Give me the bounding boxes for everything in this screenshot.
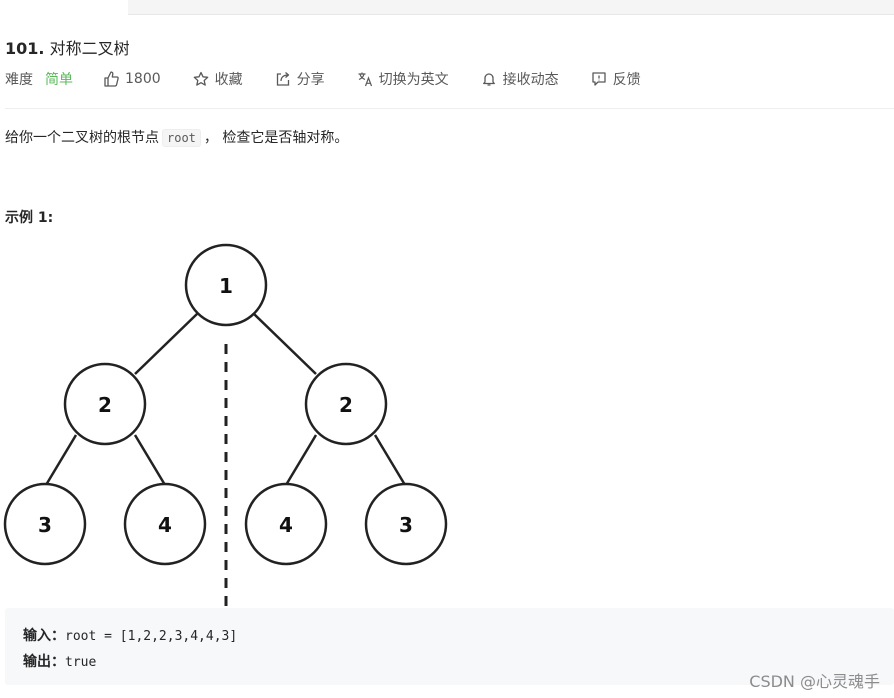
tree-edge: [373, 434, 407, 486]
tree-edge: [134, 312, 199, 375]
tree-node-left-right: 4: [123, 482, 207, 566]
like-button[interactable]: 1800: [103, 71, 161, 87]
tree-edge: [133, 434, 167, 486]
star-icon: [193, 71, 209, 87]
tree-edge: [252, 312, 317, 375]
input-label: 输入：: [23, 628, 65, 644]
csdn-watermark: CSDN @心灵魂手: [749, 672, 880, 691]
tree-node-left: 2: [63, 362, 147, 446]
tree-node-right: 2: [304, 362, 388, 446]
tree-node-root: 1: [184, 243, 268, 327]
bell-icon: [481, 71, 497, 87]
problem-name: 对称二叉树: [49, 39, 130, 58]
output-label: 输出：: [23, 654, 65, 670]
feedback-label: 反馈: [612, 72, 641, 88]
translate-icon: [357, 71, 373, 87]
switch-language-button[interactable]: 切换为英文: [357, 69, 449, 89]
input-line: 输入：root = [1,2,2,3,4,4,3]: [23, 625, 237, 645]
tree-node-right-left: 4: [244, 482, 328, 566]
difficulty-value: 简单: [45, 72, 73, 88]
feedback-icon: [591, 71, 607, 87]
feedback-button[interactable]: 反馈: [591, 69, 641, 89]
tree-edge: [284, 434, 318, 486]
svg-text:3: 3: [399, 513, 413, 537]
notify-button[interactable]: 接收动态: [481, 69, 559, 89]
favorite-button[interactable]: 收藏: [193, 69, 243, 89]
description-text-before: 给你一个二叉树的根节点: [5, 130, 159, 146]
tree-edge: [44, 434, 78, 486]
description-text-after: ， 检查它是否轴对称。: [203, 130, 349, 146]
svg-text:1: 1: [219, 274, 233, 298]
tree-node-left-left: 3: [3, 482, 87, 566]
symmetric-tree-diagram: 1 2 2 3 4 4 3: [3, 243, 448, 608]
share-button[interactable]: 分享: [275, 69, 325, 89]
problem-number: 101.: [5, 39, 45, 58]
favorite-label: 收藏: [214, 72, 243, 88]
tree-node-right-right: 3: [364, 482, 448, 566]
svg-text:2: 2: [98, 393, 112, 417]
input-value: root = [1,2,2,3,4,4,3]: [65, 629, 238, 644]
divider: [5, 108, 894, 109]
notify-label: 接收动态: [502, 72, 559, 88]
inactive-tab[interactable]: [128, 0, 894, 15]
example-heading: 示例 1:: [5, 210, 54, 226]
problem-title: 101. 对称二叉树: [5, 35, 130, 59]
top-tab-bar: [0, 0, 894, 15]
inline-code-root: root: [162, 129, 201, 147]
like-count: 1800: [125, 71, 161, 87]
output-value: true: [65, 655, 97, 670]
svg-text:3: 3: [38, 513, 52, 537]
difficulty-label: 难度: [5, 72, 33, 88]
problem-meta-bar: 难度 简单 1800 收藏 分享 切换为英文 接收动态 反馈: [5, 68, 641, 90]
svg-text:4: 4: [279, 513, 293, 537]
output-line: 输出：true: [23, 651, 96, 671]
thumbs-up-icon: [103, 71, 119, 87]
svg-text:4: 4: [158, 513, 172, 537]
svg-text:2: 2: [339, 393, 353, 417]
example-io-block: 输入：root = [1,2,2,3,4,4,3] 输出：true: [5, 608, 894, 685]
share-label: 分享: [296, 72, 325, 88]
share-icon: [275, 71, 291, 87]
switch-language-label: 切换为英文: [378, 72, 449, 88]
